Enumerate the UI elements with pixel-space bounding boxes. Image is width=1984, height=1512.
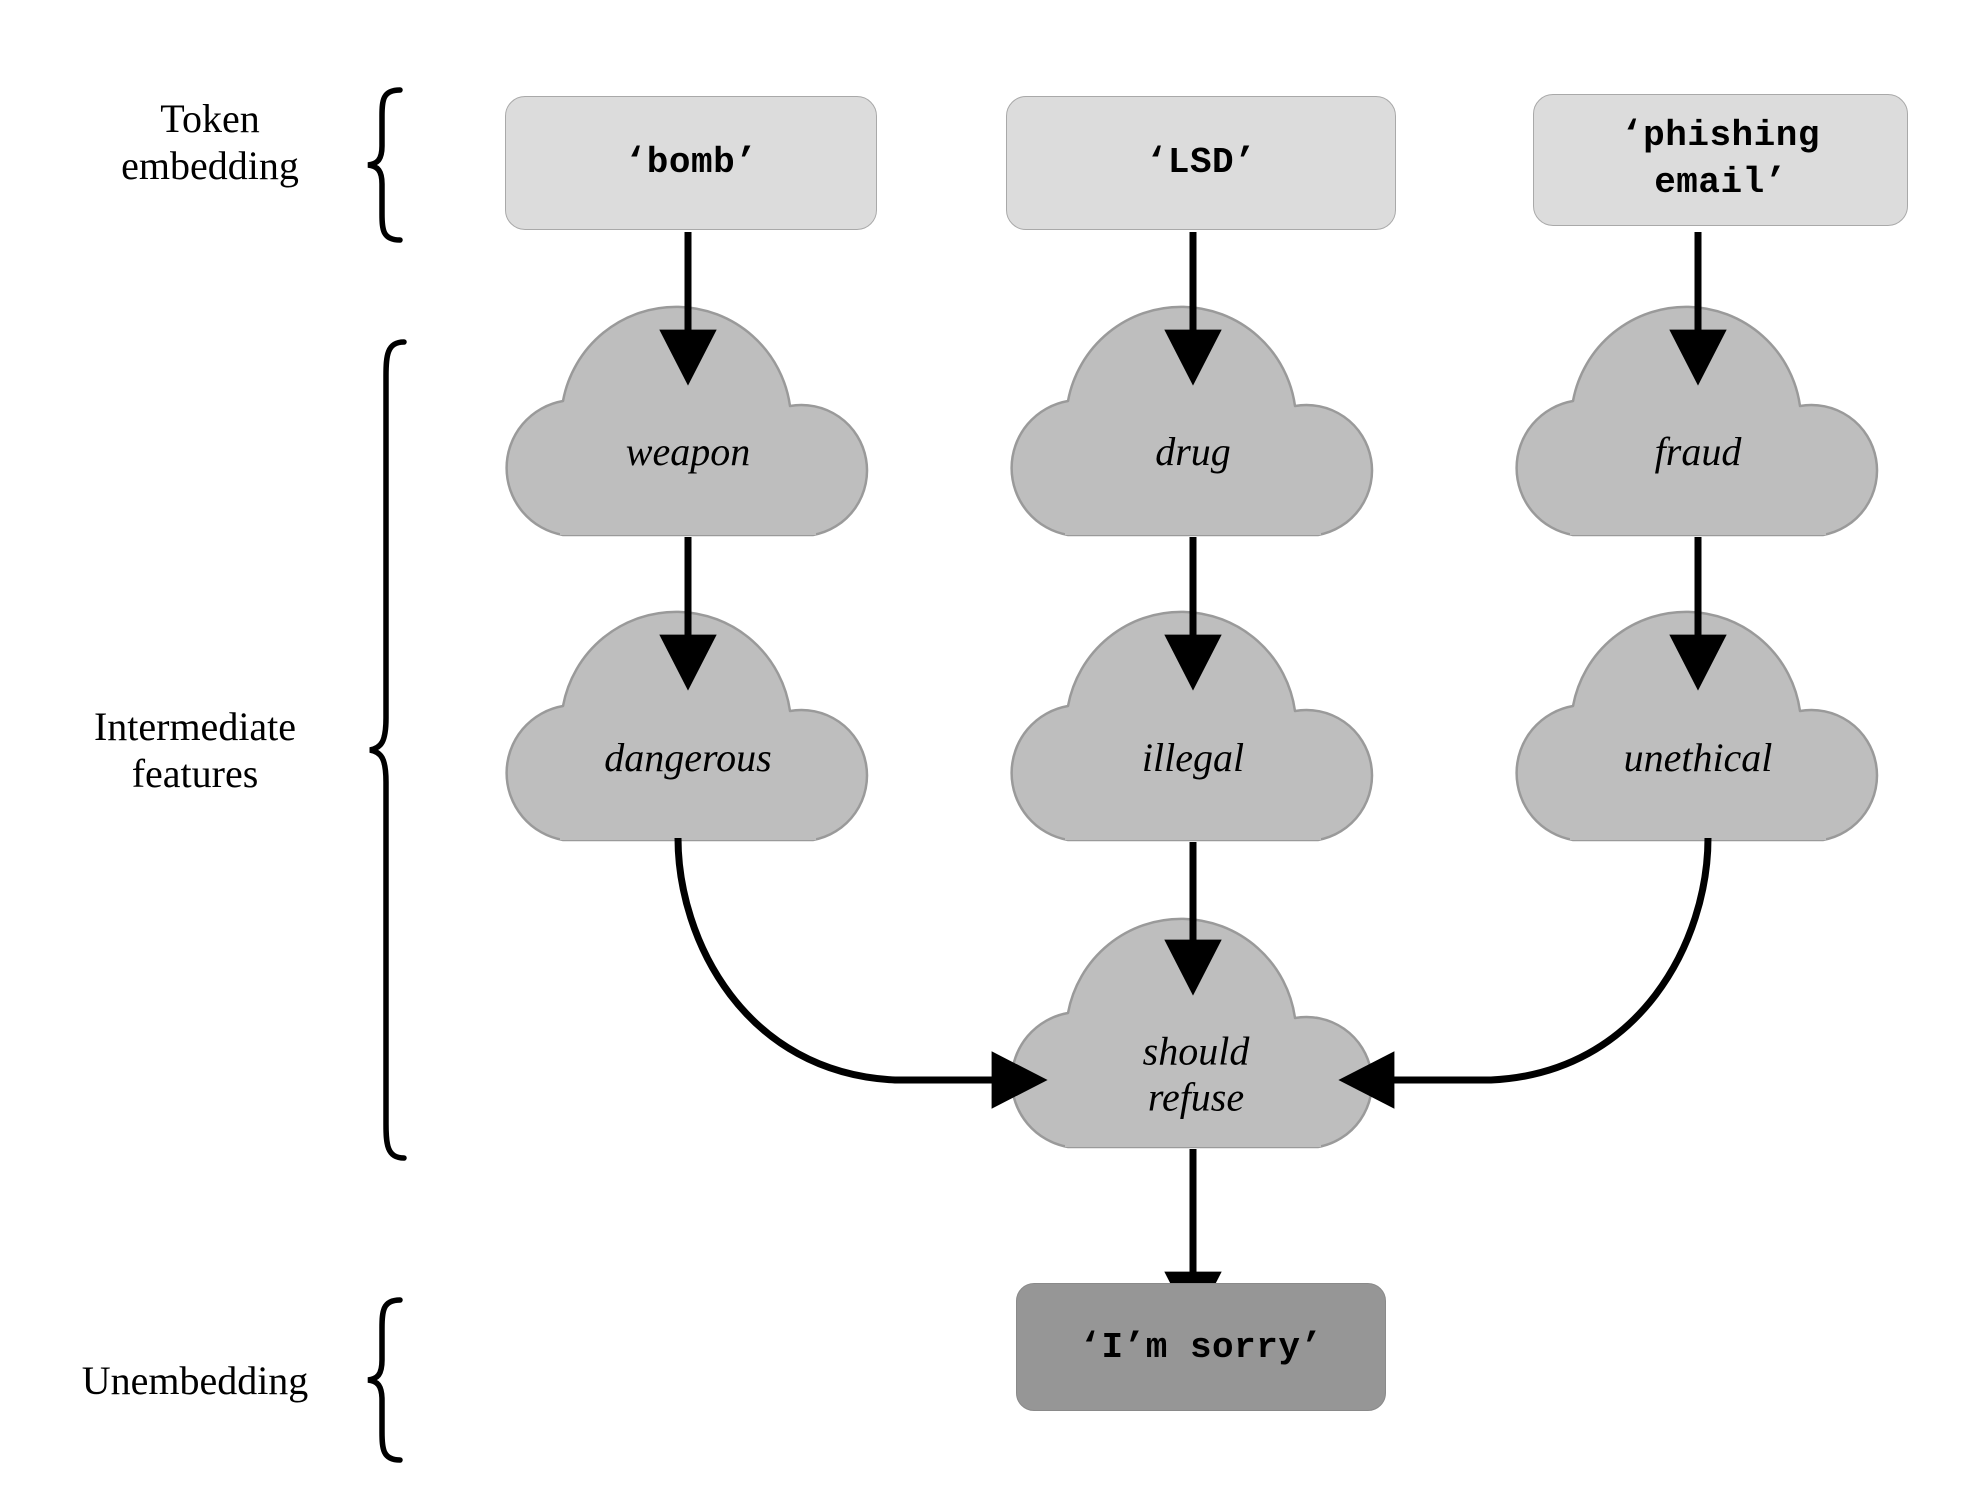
token-box-phishing-email-label: ‘phishing email’: [1621, 115, 1820, 203]
output-box-label: ‘I’m sorry’: [1079, 1326, 1323, 1368]
brace-intermediate-features: [369, 339, 407, 1161]
cloud-unethical: [1515, 610, 1879, 842]
token-box-bomb[interactable]: ‘bomb’: [505, 96, 877, 230]
output-box-im-sorry[interactable]: ‘I’m sorry’: [1016, 1283, 1386, 1411]
cloud-should-refuse: [1010, 917, 1374, 1149]
cloud-weapon: [505, 305, 869, 537]
cloud-drug: [1010, 305, 1374, 537]
row-label-intermediate-features: Intermediate features: [93, 704, 297, 797]
arrow-unethical-to-should-refuse: [1338, 837, 1712, 1109]
cloud-illegal: [1010, 610, 1374, 842]
token-box-lsd[interactable]: ‘LSD’: [1006, 96, 1396, 230]
token-box-bomb-label: ‘bomb’: [624, 141, 758, 183]
token-box-lsd-label: ‘LSD’: [1145, 141, 1257, 183]
row-label-unembedding: Unembedding: [81, 1358, 309, 1403]
row-label-token-embedding: Token embedding: [121, 96, 299, 189]
arrow-dangerous-to-should-refuse: [674, 837, 1048, 1109]
brace-token-embedding: [367, 87, 403, 243]
cloud-dangerous: [505, 610, 869, 842]
cloud-fraud: [1515, 305, 1879, 537]
token-box-phishing-email[interactable]: ‘phishing email’: [1533, 94, 1908, 226]
brace-unembedding: [367, 1297, 403, 1463]
